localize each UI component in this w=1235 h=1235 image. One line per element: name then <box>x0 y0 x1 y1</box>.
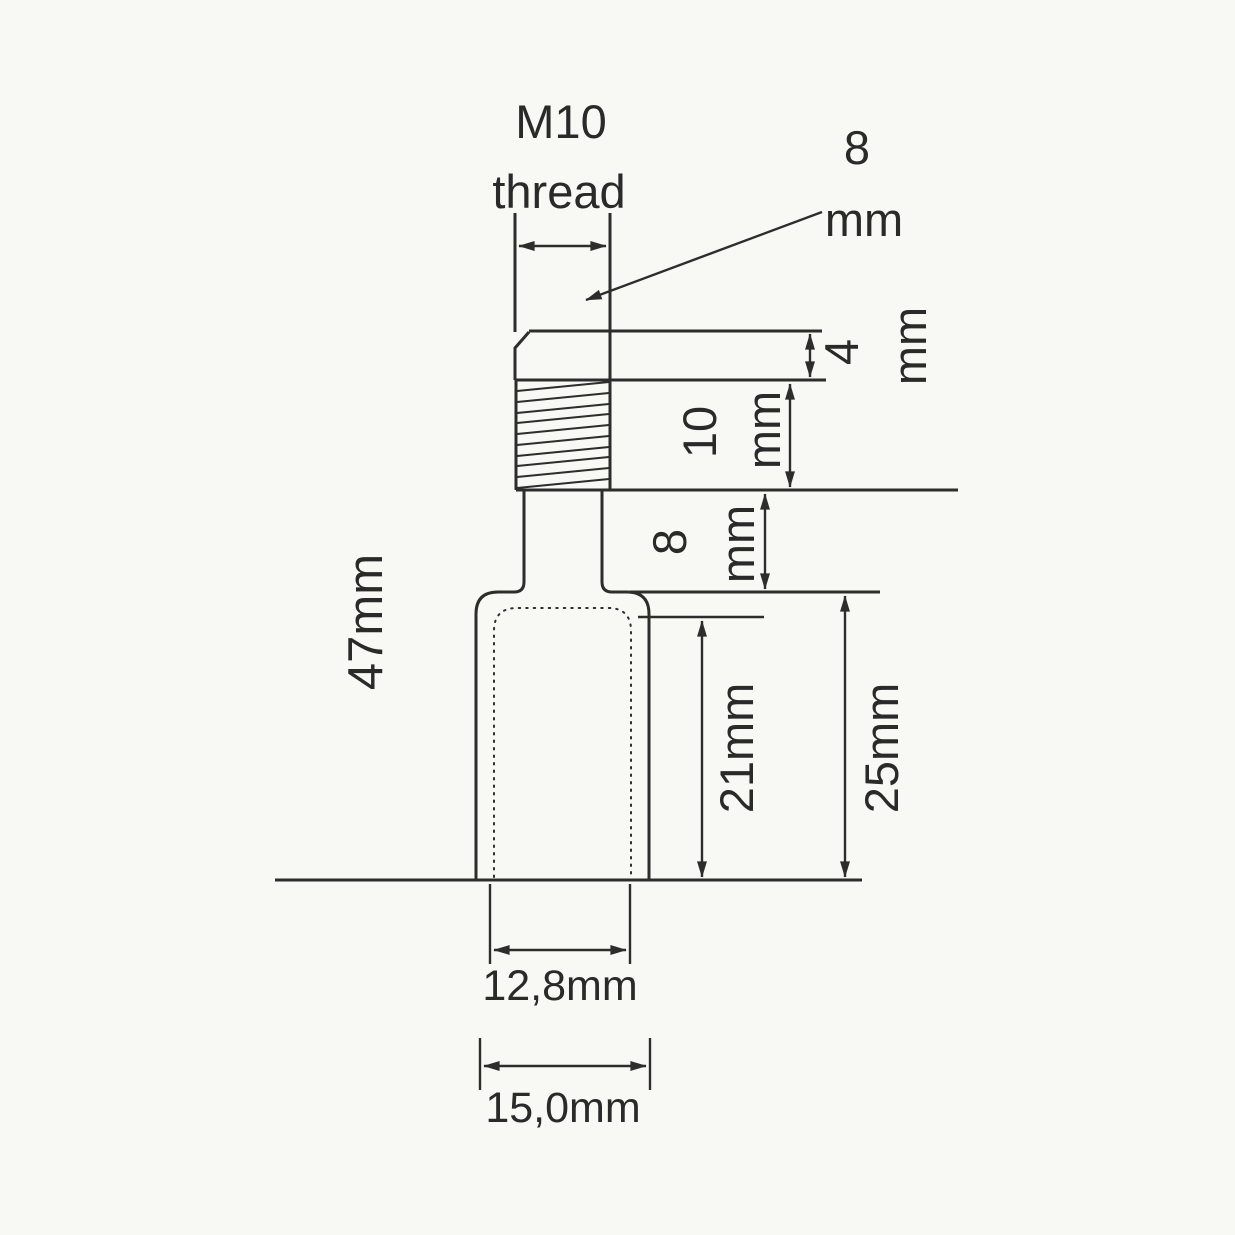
thread-title-line2: thread <box>492 165 625 218</box>
thread-hatching <box>516 381 610 489</box>
shank-length-unit: mm <box>711 505 764 583</box>
flange-thickness-value: 4 <box>815 339 868 365</box>
flange-diameter-value: 8 <box>844 121 870 174</box>
cavity-diameter-label: 12,8mm <box>482 962 637 1010</box>
dimension-lines <box>478 210 850 1090</box>
leader-line-flange-8mm <box>585 210 823 302</box>
part-outline <box>275 213 958 882</box>
thread-length-unit: mm <box>737 391 790 469</box>
overall-length-label: 47mm <box>339 554 393 690</box>
thread-length-value: 10 <box>673 406 726 458</box>
shank-body-right-edge <box>600 490 651 880</box>
shank-length-value: 8 <box>643 529 696 555</box>
flange-left-edge <box>513 331 531 380</box>
thread-title-line1: M10 <box>515 95 606 148</box>
flange-diameter-unit: mm <box>825 193 903 246</box>
labels: M10 thread 8 mm 4 mm 10 mm 8 mm 47mm 21m… <box>339 95 936 1132</box>
body-length-label: 25mm <box>855 683 908 814</box>
cavity-depth-label: 21mm <box>710 683 763 814</box>
flange-thickness-unit: mm <box>883 307 936 385</box>
inner-cavity-dotted-outline <box>493 607 632 878</box>
shank-body-left-edge <box>474 490 526 880</box>
body-diameter-label: 15,0mm <box>485 1084 640 1132</box>
